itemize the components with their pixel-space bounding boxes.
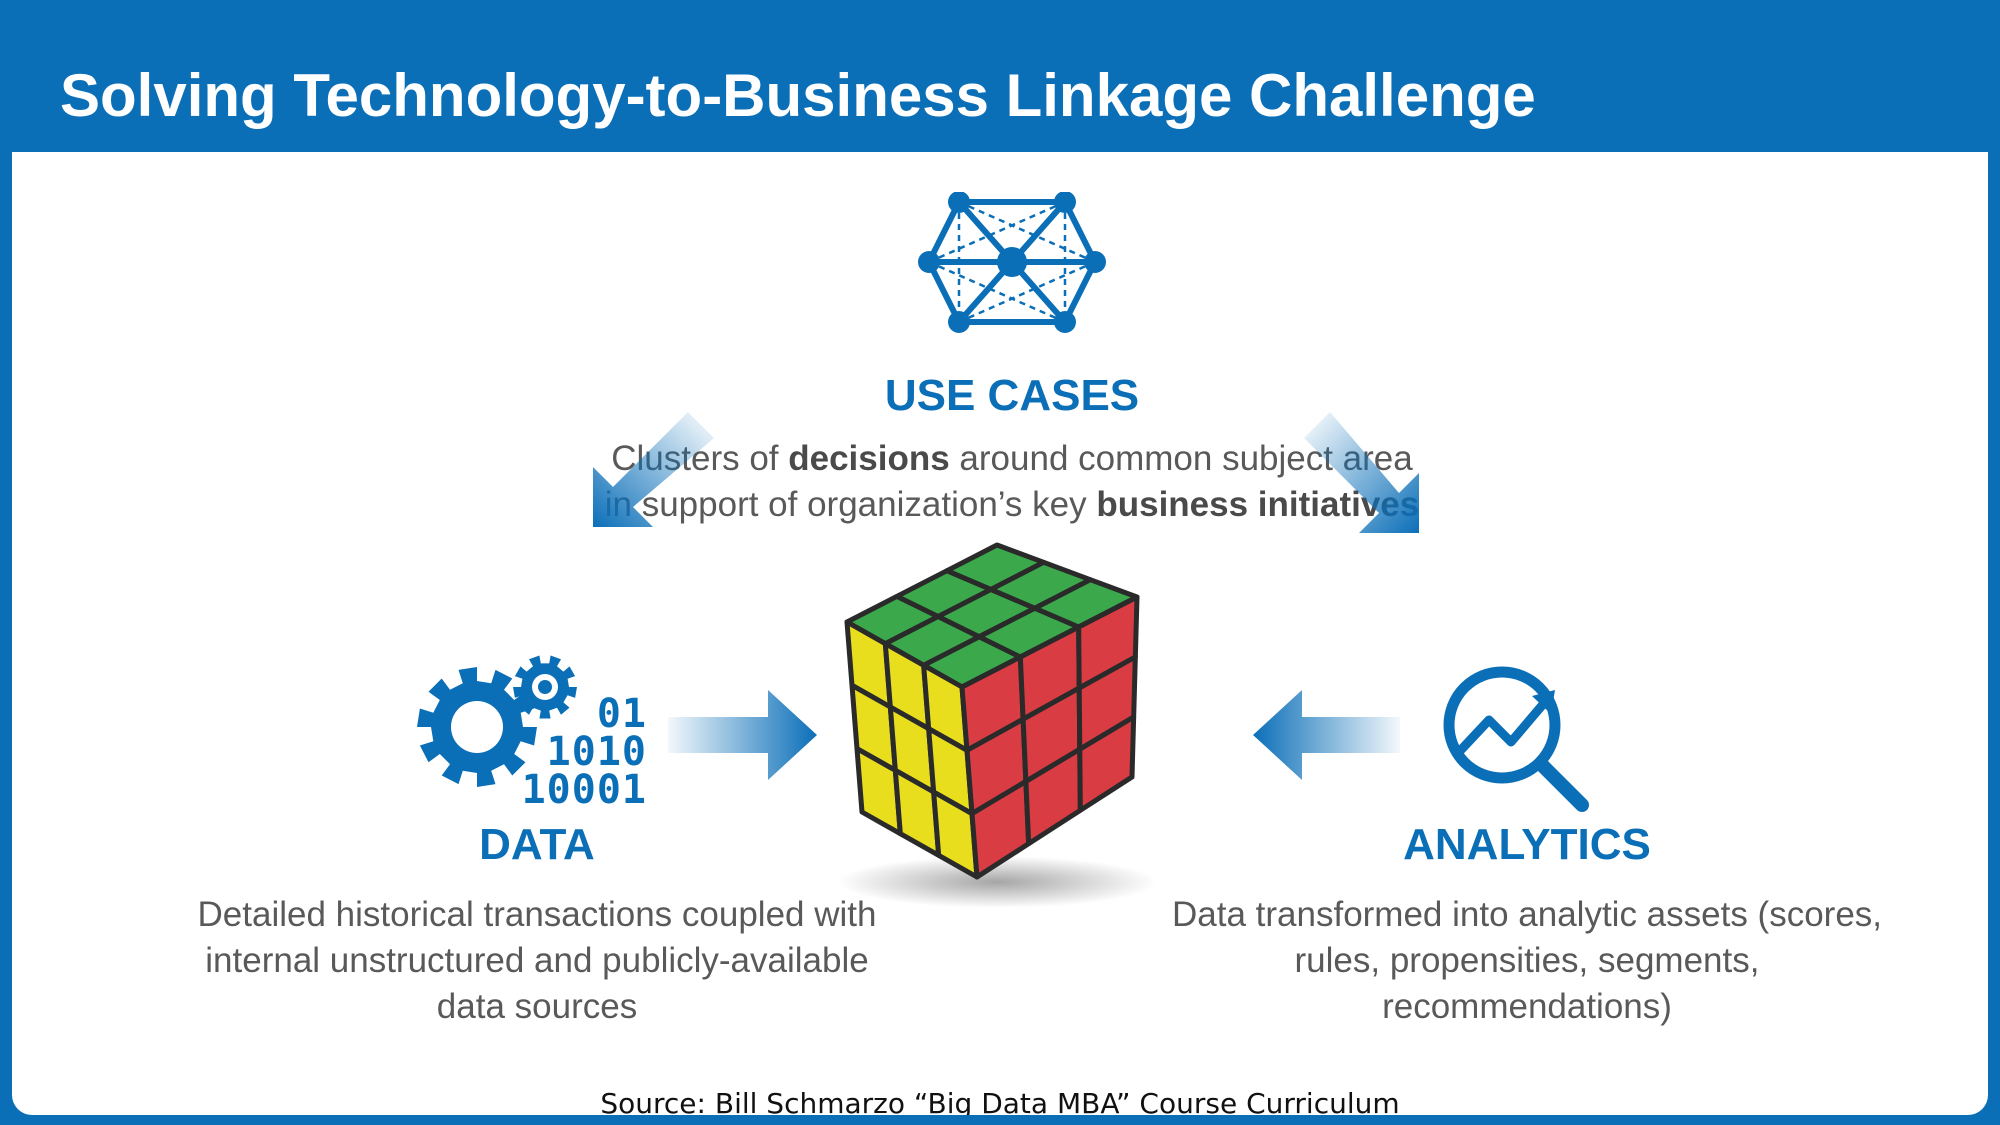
arrow-data-to-cube: [668, 690, 817, 780]
rubiks-cube-image: [837, 542, 1157, 908]
arrow-usecases-to-data: [593, 412, 714, 527]
binary-digits: 01 1010 10001: [467, 691, 647, 813]
gear-large-icon: [417, 667, 537, 787]
arrow-usecases-to-analytics: [1304, 412, 1419, 533]
use-cases-heading: USE CASES: [884, 371, 1140, 420]
analytics-description: Data transformed into analytic assets (s…: [1172, 895, 1883, 1026]
gear-hub: [538, 680, 552, 694]
data-heading: DATA: [479, 820, 595, 869]
gear-shape: [417, 667, 537, 787]
slide-frame: Solving Technology-to-Business Linkage C…: [12, 10, 1988, 1115]
content-panel: USE CASES Clusters of decisions around c…: [12, 152, 1988, 1115]
source-citation: Source: Bill Schmarzo “Big Data MBA” Cou…: [600, 1087, 1400, 1115]
flow-arrows: [593, 412, 1419, 780]
binary-line: 01: [596, 691, 647, 737]
analytics-heading: ANALYTICS: [1403, 820, 1651, 869]
gear-small-icon: [513, 655, 577, 719]
data-description: Detailed historical transactions coupled…: [197, 895, 877, 1026]
binary-line: 1010: [546, 729, 647, 775]
cube-sticker-red: [1077, 714, 1137, 813]
arrow-analytics-to-cube: [1253, 690, 1400, 780]
slide-title: Solving Technology-to-Business Linkage C…: [60, 62, 1536, 129]
binary-line: 10001: [521, 767, 647, 813]
gear-shape: [513, 655, 577, 719]
title-bar: Solving Technology-to-Business Linkage C…: [12, 10, 1988, 152]
magnifier-chart-icon: [1443, 666, 1589, 812]
network-hexagon-icon: [918, 192, 1106, 333]
